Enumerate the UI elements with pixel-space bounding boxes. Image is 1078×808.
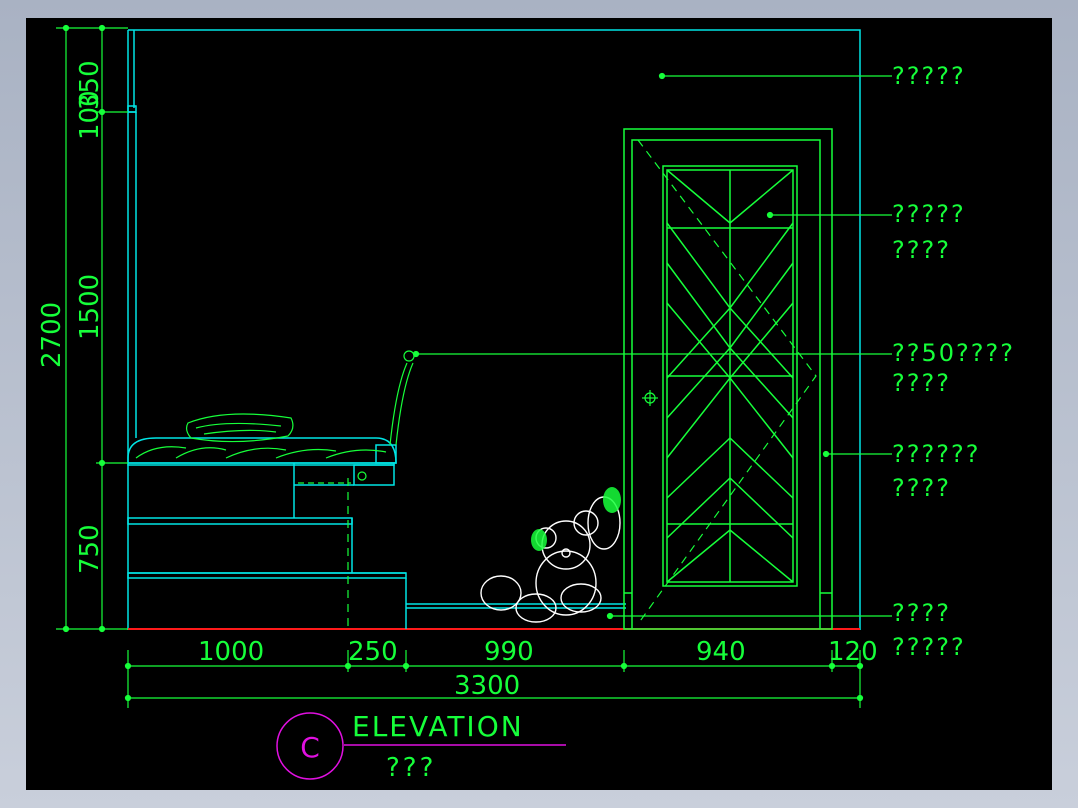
note-door-frame-1: ?????? [892,440,980,468]
note-floor-1: ???? [892,599,951,627]
leader-lines [412,72,892,620]
title-block: C ELEVATION ??? [276,710,566,783]
note-door-panel-1: ????? [892,200,966,228]
dim-250: 250 [348,637,398,667]
dim-vertical-100: 100 [75,90,105,140]
dim-vertical-350: 350 [75,60,105,110]
teddy-bear-hatch [531,487,621,551]
dim-990: 990 [484,637,534,667]
note-ceiling: ????? [892,62,966,90]
note-floor-2: ????? [892,633,966,661]
note-lamp-2: ???? [892,369,951,397]
note-door-panel-2: ???? [892,236,951,264]
crosshair-icon [642,390,658,406]
bed-unit [127,437,626,629]
note-lamp-1: ??50???? [892,339,1015,367]
dim-vertical-750: 750 [75,524,105,574]
note-door-frame-2: ???? [892,474,951,502]
section-marker-letter: C [300,731,320,764]
dim-120: 120 [828,637,878,667]
bed-details [135,350,415,629]
dim-vertical-total: 2700 [37,302,67,368]
cad-viewport[interactable]: 2700 100 350 1500 750 1000 250 990 940 1… [26,18,1052,790]
elevation-drawing: 2700 100 350 1500 750 1000 250 990 940 1… [37,24,1015,783]
elevation-subtitle: ??? [386,753,436,783]
wall-outline [127,29,861,630]
dim-940: 940 [696,637,746,667]
section-marker-circle [276,712,344,780]
door [623,128,833,630]
dimension-lines [56,24,864,708]
dim-1000: 1000 [198,637,264,667]
dim-vertical-1500: 1500 [75,274,105,340]
elevation-title: ELEVATION [352,710,524,743]
dim-3300: 3300 [454,671,520,701]
